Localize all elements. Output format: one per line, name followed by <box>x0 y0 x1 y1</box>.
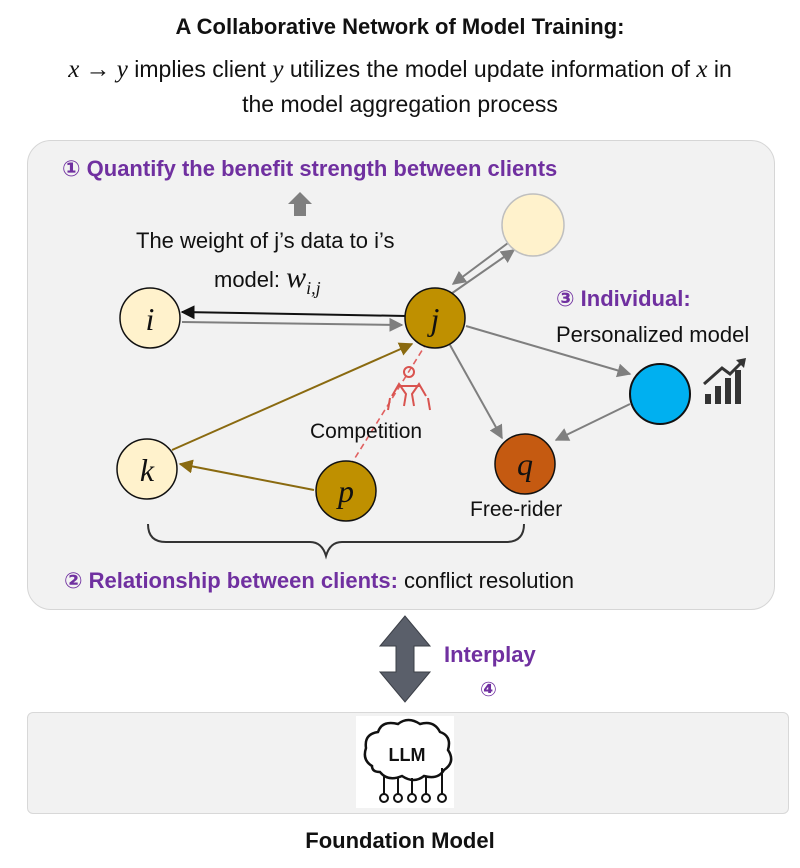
interplay-label: Interplay <box>444 642 536 667</box>
step1-text: Quantify the benefit strength between cl… <box>87 156 558 181</box>
up-arrow-icon <box>288 192 312 216</box>
edge-j-to-q <box>449 344 503 440</box>
edge-i-to-j <box>181 317 404 332</box>
node-j <box>404 287 466 349</box>
diagram-subtitle: x → y implies client y utilizes the mode… <box>0 52 800 121</box>
competition-label: Competition <box>310 420 422 443</box>
edge-notation: x → y <box>68 56 128 83</box>
edge-personal-to-q <box>554 403 631 441</box>
edge-p-to-k <box>178 459 315 491</box>
node-top <box>501 193 565 257</box>
edge-j-to-top <box>447 249 516 297</box>
clients-brace <box>147 523 525 560</box>
step3-marker: ③ <box>556 286 575 311</box>
subtitle-text-c: in <box>707 56 732 82</box>
node-q <box>494 433 556 495</box>
step2-text: conflict resolution <box>398 568 574 593</box>
edge-j-to-i <box>180 305 407 320</box>
node-p-label: p <box>336 473 354 509</box>
free-rider-label: Free-rider <box>470 498 562 521</box>
diagram-title: A Collaborative Network of Model Trainin… <box>175 14 625 39</box>
subtitle-var-y: y <box>272 56 284 83</box>
node-k-label: k <box>140 452 155 488</box>
step1-marker: ① <box>62 156 81 181</box>
llm-brain-icon: LLM <box>356 716 454 808</box>
node-i <box>119 287 181 349</box>
node-j-label: j <box>427 301 440 337</box>
node-k <box>116 438 178 500</box>
interplay-arrow-icon <box>378 615 432 703</box>
subtitle-text-a: implies client <box>127 56 273 82</box>
node-i-label: i <box>146 301 155 337</box>
node-p <box>315 460 377 522</box>
edge-j-to-personal <box>465 325 632 378</box>
subtitle-line-1: x → y implies client y utilizes the mode… <box>0 52 800 87</box>
weight-subscript: i,j <box>306 278 321 298</box>
llm-label: LLM <box>389 745 426 765</box>
weight-text-line2: model: wi,j <box>214 261 321 298</box>
weight-symbol: w <box>286 261 306 294</box>
weight-text-line1: The weight of j’s data to i’s <box>136 228 394 253</box>
subtitle-line-2: the model aggregation process <box>242 91 558 117</box>
step3-title: Individual: <box>581 286 691 311</box>
weight-prefix: model: <box>214 267 286 292</box>
foundation-model-label: Foundation Model <box>305 828 495 853</box>
growth-chart-icon <box>703 358 746 404</box>
step3-text: Personalized model <box>556 322 749 347</box>
node-personalized <box>629 363 691 425</box>
competition-icon <box>387 366 431 411</box>
edge-top-to-j <box>451 242 509 285</box>
step2-marker: ② <box>64 568 83 593</box>
step2-title: Relationship between clients: <box>89 568 398 593</box>
subtitle-text-b: utilizes the model update information of <box>283 56 697 82</box>
node-q-label: q <box>517 446 533 482</box>
interplay-marker: ④ <box>480 679 497 701</box>
edge-k-to-j <box>171 342 414 451</box>
subtitle-var-x: x <box>696 56 708 83</box>
